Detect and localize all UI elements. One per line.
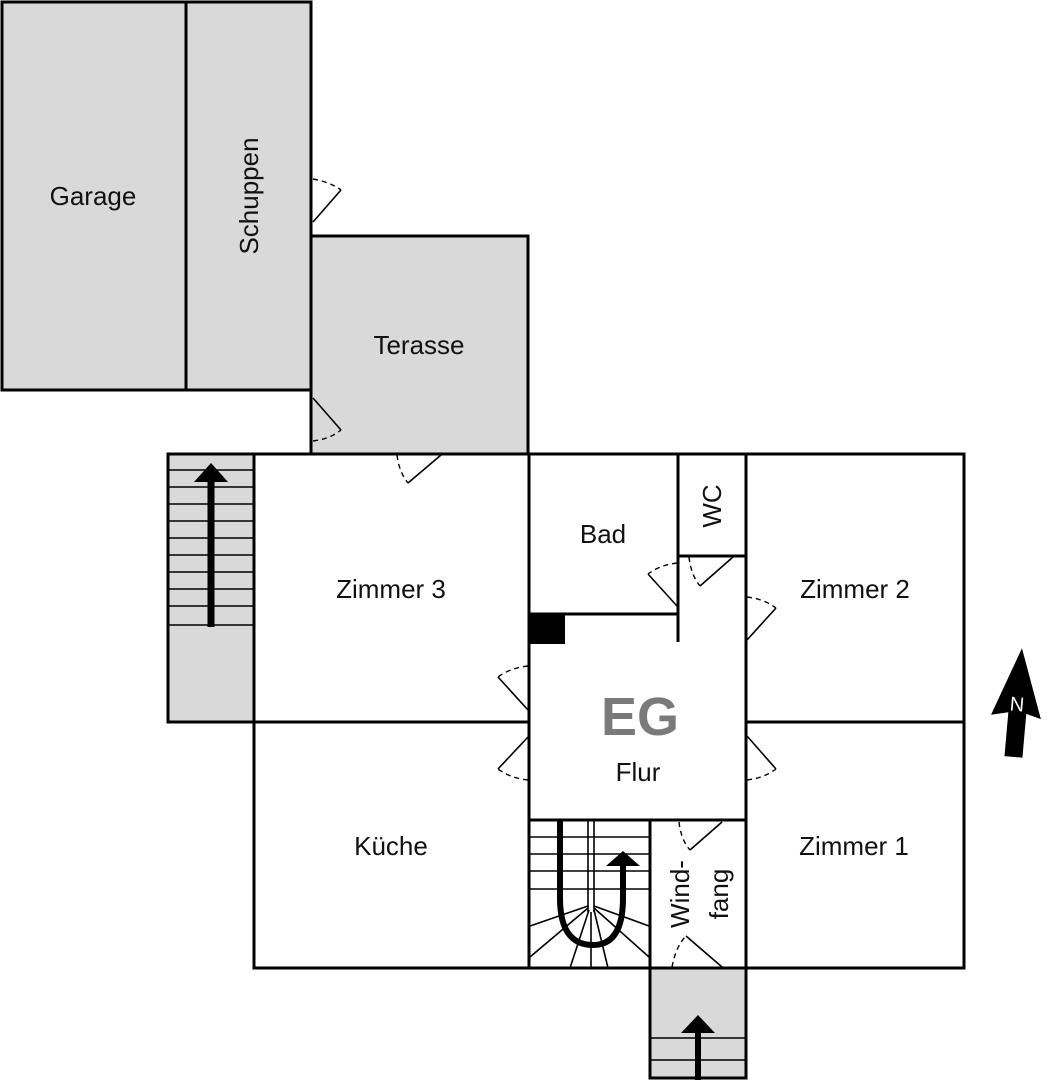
- floor-level-label: EG: [601, 687, 679, 747]
- north-arrow-icon: N: [991, 648, 1041, 758]
- zimmer3-label: Zimmer 3: [336, 574, 446, 604]
- north-label: N: [1009, 693, 1025, 716]
- bad-label: Bad: [580, 519, 626, 549]
- kueche-label: Küche: [354, 831, 428, 861]
- zimmer2-label: Zimmer 2: [800, 574, 910, 604]
- terasse-label: Terasse: [373, 330, 464, 360]
- schuppen-label: Schuppen: [234, 137, 264, 254]
- schuppen-door: [312, 178, 342, 223]
- left-staircase: [166, 452, 256, 724]
- inner-staircase: [529, 821, 650, 969]
- entrance-steps: [648, 966, 748, 1080]
- wc-label: WC: [697, 484, 727, 527]
- windfang-label-1: Wind-: [665, 860, 695, 928]
- terasse-left-door: [312, 397, 342, 442]
- windfang-label-2: fang: [704, 869, 734, 920]
- schuppen: Schuppen: [184, 0, 313, 392]
- kueche: Küche: [354, 831, 428, 861]
- stair-u-arrow-icon: [557, 821, 626, 949]
- zimmer1-label: Zimmer 1: [799, 831, 909, 861]
- garage: Garage: [0, 0, 188, 392]
- house-outline: [252, 452, 966, 970]
- chimney: [529, 614, 565, 644]
- zimmer-3: Zimmer 3: [336, 574, 446, 604]
- doors: [396, 454, 777, 968]
- garage-label: Garage: [50, 181, 137, 211]
- interior-walls: [254, 454, 964, 968]
- flur-label: Flur: [616, 757, 661, 787]
- terasse: Terasse: [309, 234, 530, 456]
